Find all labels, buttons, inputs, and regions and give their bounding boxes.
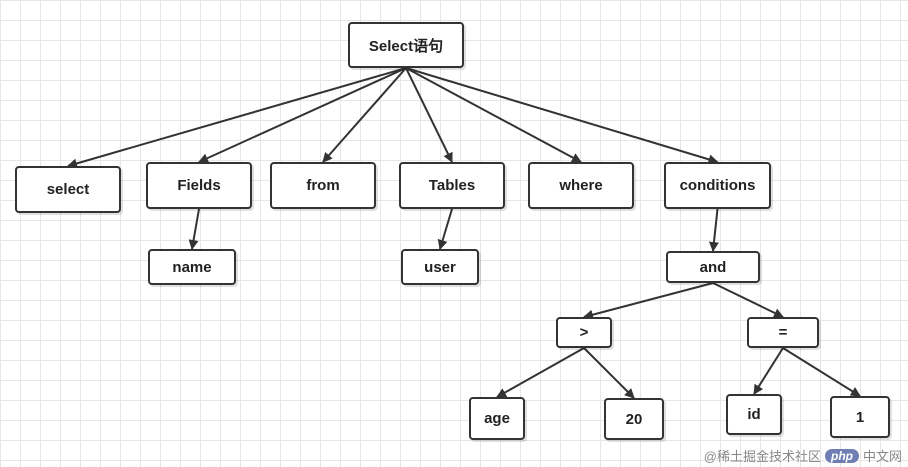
node-equals: = (747, 317, 819, 348)
edge-and-to-eq (712, 282, 784, 318)
edge-root-to-from (322, 67, 407, 163)
edge-and-to-gt (583, 282, 714, 320)
watermark-at-text: @稀土掘金技术社区 (703, 449, 821, 464)
node-name: name (148, 249, 236, 285)
edge-gt-to-twenty (583, 347, 635, 399)
node-user: user (401, 249, 479, 285)
watermark-site-text: 中文网 (862, 449, 902, 464)
edge-eq-to-id (753, 347, 784, 395)
edge-gt-to-age (496, 347, 585, 398)
watermark: @稀土掘金技术社区 php 中文网 (704, 446, 902, 465)
edge-root-to-conditions (405, 67, 719, 165)
node-from: from (270, 162, 376, 209)
edge-eq-to-one (782, 347, 861, 397)
node-greater-than: > (556, 317, 612, 348)
node-1: 1 (830, 396, 890, 438)
edge-root-to-tables (405, 67, 453, 163)
node-where: where (528, 162, 634, 209)
node-and: and (666, 251, 760, 283)
node-20: 20 (604, 398, 664, 440)
node-conditions: conditions (664, 162, 771, 209)
edge-conditions-to-and (708, 208, 719, 252)
node-fields: Fields (146, 162, 252, 209)
php-logo: php (824, 448, 859, 463)
edge-root-to-select (67, 67, 407, 169)
edge-tables-to-user (437, 208, 453, 250)
node-age: age (469, 397, 525, 440)
node-tables: Tables (399, 162, 505, 209)
edge-root-to-fields (198, 67, 407, 163)
node-root-select-statement: Select语句 (348, 22, 464, 68)
edge-fields-to-name (188, 208, 200, 250)
node-id: id (726, 394, 782, 435)
node-select: select (15, 166, 121, 213)
edge-root-to-where (405, 67, 582, 163)
